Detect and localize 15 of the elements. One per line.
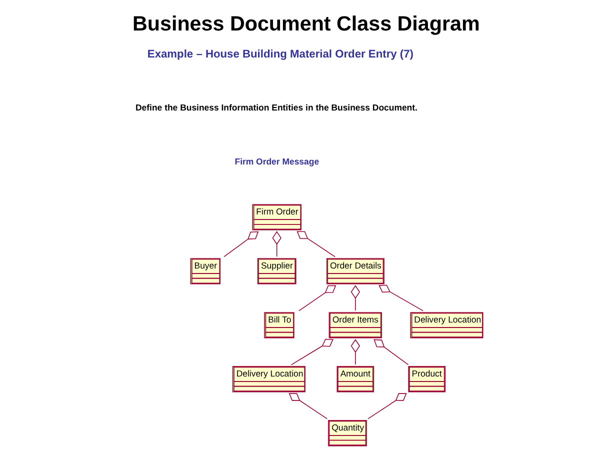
connector (350, 285, 360, 311)
label: Firm Order Message (234, 156, 319, 167)
diagram-title: Business Document Class Diagram (132, 12, 480, 36)
connector (373, 339, 408, 366)
connector (272, 231, 281, 257)
label: Example – House Building Material Order Entry (7) (146, 48, 413, 60)
connector (350, 339, 360, 365)
connector (290, 338, 334, 366)
connector (296, 231, 335, 258)
connector (288, 393, 328, 420)
label: Define the Business Information Entities in the Business Document. (135, 102, 417, 113)
connector (223, 231, 258, 258)
connector (378, 284, 423, 312)
connector (367, 393, 406, 420)
connector (298, 285, 336, 312)
